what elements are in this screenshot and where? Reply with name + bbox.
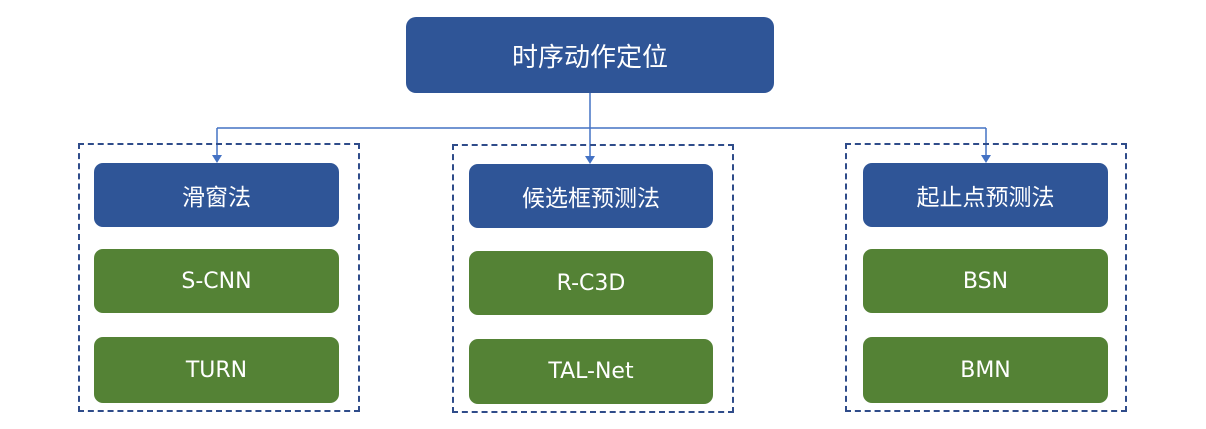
root-node-label: 时序动作定位 [511,42,668,73]
group-sliding-window [78,143,360,412]
method-node-turn: TURN [94,337,339,403]
method-label: S-CNN [181,268,252,294]
category-node-boundary-prediction: 起止点预测法 [863,163,1108,227]
method-label: TURN [185,357,248,383]
category-label: 起止点预测法 [916,185,1055,211]
category-node-proposal-prediction: 候选框预测法 [469,164,713,228]
method-label: BMN [960,357,1011,383]
group-proposal-prediction [452,144,734,413]
method-node-scnn: S-CNN [94,249,339,313]
method-node-bsn: BSN [863,249,1108,313]
method-label: R-C3D [556,270,626,296]
category-node-sliding-window: 滑窗法 [94,163,339,227]
method-node-rc3d: R-C3D [469,251,713,315]
group-boundary-prediction [845,143,1127,412]
method-node-bmn: BMN [863,337,1108,403]
method-label: BSN [962,268,1009,294]
method-label: TAL-Net [548,359,634,384]
method-node-talnet: TAL-Net [469,339,713,404]
root-node: 时序动作定位 [406,17,774,93]
category-label: 滑窗法 [182,185,251,211]
category-label: 候选框预测法 [522,186,660,212]
